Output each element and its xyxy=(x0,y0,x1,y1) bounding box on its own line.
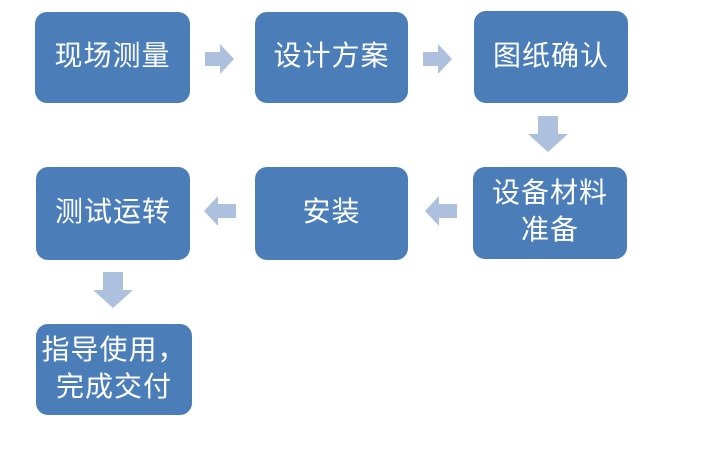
step-label: 设计方案 xyxy=(273,41,390,73)
step-label: 指导使用， 完成交付 xyxy=(41,334,187,403)
step-installation: 安装 xyxy=(255,167,408,260)
step-label: 安装 xyxy=(302,197,361,229)
step-onsite-measurement: 现场测量 xyxy=(35,12,190,103)
step-guide-use-complete-delivery: 指导使用， 完成交付 xyxy=(36,324,192,415)
step-label: 测试运转 xyxy=(54,197,171,229)
step-test-operation: 测试运转 xyxy=(36,167,190,260)
arrow-left-icon xyxy=(204,196,236,226)
step-drawing-confirmation: 图纸确认 xyxy=(474,11,628,103)
arrow-right-icon xyxy=(205,44,234,74)
step-label: 图纸确认 xyxy=(492,40,609,72)
arrow-left-icon xyxy=(425,196,457,226)
step-label: 设备材料 准备 xyxy=(491,178,608,246)
step-label: 现场测量 xyxy=(54,41,171,73)
step-design-plan: 设计方案 xyxy=(255,12,408,103)
step-equipment-material-preparation: 设备材料 准备 xyxy=(473,167,627,259)
arrow-down-icon xyxy=(528,116,568,152)
arrow-right-icon xyxy=(423,44,452,74)
arrow-down-icon xyxy=(93,272,133,308)
